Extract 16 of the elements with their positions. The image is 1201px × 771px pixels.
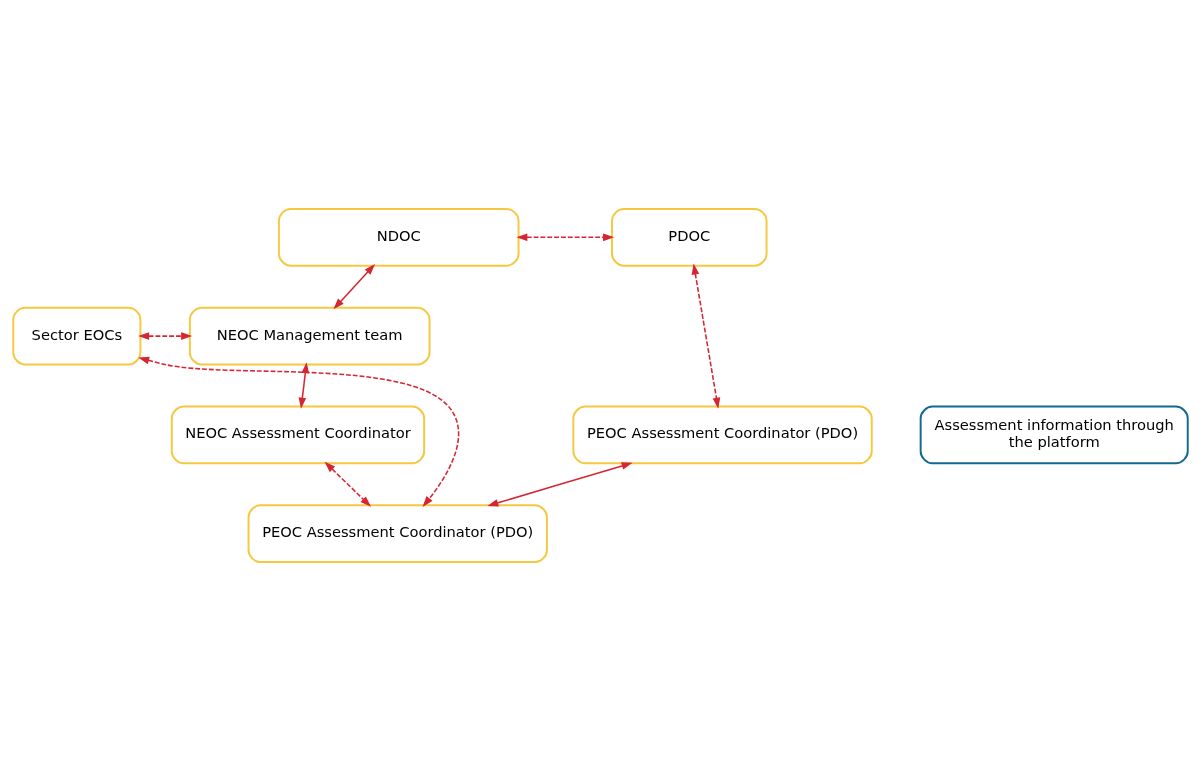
arrow <box>333 264 376 310</box>
arrow <box>487 462 633 507</box>
arrow <box>138 332 193 340</box>
node-box: PEOC Assessment Coordinator (PDO) <box>572 405 873 465</box>
node-box: Assessment information through the platform <box>919 405 1189 465</box>
arrow <box>324 461 372 507</box>
node-box: NDOC <box>277 207 520 267</box>
node-box: PDOC <box>611 207 768 267</box>
arrow <box>138 356 460 507</box>
arrow <box>298 362 310 409</box>
node-box: Sector EOCs <box>12 306 142 366</box>
node-box: NEOC Assessment Coordinator <box>170 405 426 465</box>
arrow <box>516 233 615 242</box>
node-box: NEOC Management team <box>188 306 431 366</box>
node-box: PEOC Assessment Coordinator (PDO) <box>247 504 548 564</box>
arrow <box>691 263 721 409</box>
